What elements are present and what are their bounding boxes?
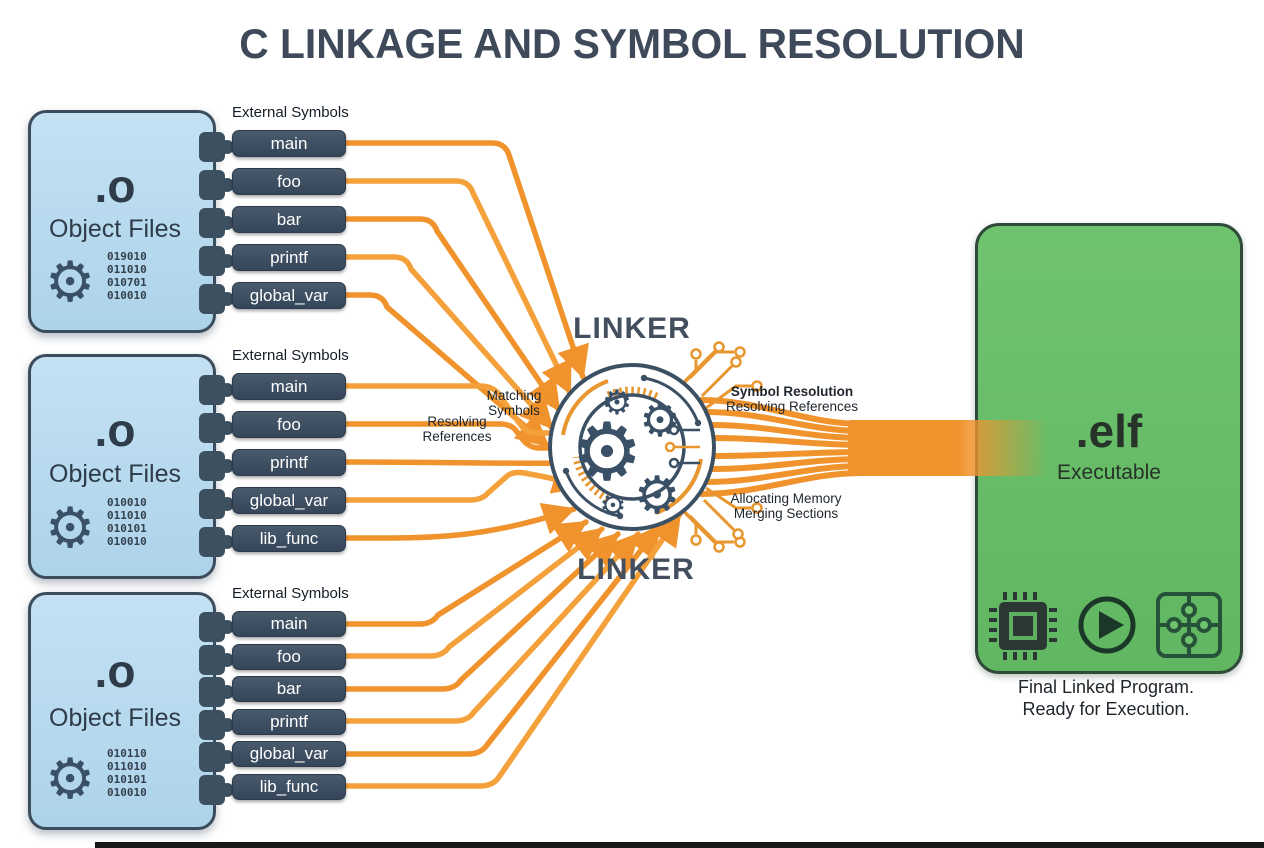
symbol-chip: global_var: [232, 487, 346, 514]
symbol-resolution-sub: Resolving References: [725, 399, 859, 414]
gear-icon: ⚙: [571, 408, 643, 497]
symbol-chip: lib_func: [232, 525, 346, 552]
symbol-chip: global_var: [232, 282, 346, 309]
gear-icon: ⚙: [634, 467, 681, 525]
symbol-resolution-title: Symbol Resolution: [730, 384, 854, 399]
executable-icons: [989, 592, 1222, 660]
external-symbols-label: External Symbols: [232, 585, 349, 602]
gear-icon: ⚙: [639, 394, 680, 446]
elf-extension: .elf: [1075, 405, 1143, 457]
puzzle-tab: [199, 774, 234, 805]
puzzle-tab: [199, 207, 234, 238]
binary-line: 010110: [107, 747, 147, 760]
symbol-chip: global_var: [232, 741, 346, 767]
object-file-label: Object Files: [49, 215, 181, 244]
symbol-chip: foo: [232, 643, 346, 670]
linker-circle: ⚙ ⚙ ⚙ ⚙ ⚙: [548, 363, 716, 531]
puzzle-tab: [199, 450, 234, 481]
binary-line: 019010: [107, 250, 147, 263]
caption-line1: Final Linked Program.: [1017, 677, 1195, 697]
allocating-memory-line2: Merging Sections: [733, 506, 839, 521]
binary-line: 011010: [107, 263, 147, 276]
symbol-chip: lib_func: [232, 773, 346, 800]
puzzle-tab: [199, 412, 234, 443]
puzzle-tab: [199, 644, 234, 675]
linker-label-top: LINKER: [573, 312, 691, 345]
gear-icon: ⚙: [600, 490, 627, 523]
circuit-traces-bottom: [670, 486, 763, 553]
symbol-chip: bar: [232, 676, 346, 702]
symbol-chip: main: [232, 373, 346, 400]
gear-icon: ⚙: [602, 384, 632, 422]
object-file-extension: .o: [94, 159, 136, 212]
caption-line2: Ready for Execution.: [1022, 699, 1190, 719]
gear-icon: ⚙: [45, 747, 96, 810]
symbol-chip: bar: [232, 206, 346, 233]
puzzle-tab: [199, 612, 234, 642]
resolving-references-label: Resolving References: [400, 414, 514, 444]
circuit-traces-top: [670, 341, 763, 410]
puzzle-icon: [1156, 592, 1222, 658]
gear-icon: ⚙: [45, 496, 96, 559]
puzzle-tab: [199, 488, 234, 519]
puzzle-tab: [199, 131, 234, 162]
puzzle-tab: [199, 169, 234, 200]
gear-icon: ⚙: [45, 250, 96, 313]
symbol-chip: foo: [232, 411, 346, 438]
symbol-chip: printf: [232, 449, 346, 476]
resolving-references-line1: Resolving: [427, 414, 487, 429]
binary-line: 010010: [107, 496, 147, 509]
symbol-chip: main: [232, 611, 346, 637]
executable-label: Executable: [1057, 461, 1161, 484]
puzzle-tab: [199, 283, 234, 314]
binary-line: 010010: [107, 786, 147, 799]
external-symbols-label: External Symbols: [232, 347, 349, 364]
object-file-extension: .o: [94, 404, 136, 457]
puzzle-tab: [199, 709, 234, 740]
puzzle-tab: [199, 526, 234, 557]
microchip-icon: [989, 592, 1057, 660]
puzzle-tab: [199, 677, 234, 707]
symbol-chip: printf: [232, 244, 346, 271]
output-ribbon-stripes: [698, 397, 865, 497]
symbol-wires: [343, 140, 683, 789]
output-ribbon-band: [848, 420, 1048, 476]
object-file-extension: .o: [94, 645, 136, 698]
bottom-bar: [95, 842, 1264, 848]
object-file-label: Object Files: [49, 704, 181, 733]
binary-line: 010101: [107, 522, 147, 535]
object-file-label: Object Files: [49, 460, 181, 489]
binary-line: 010010: [107, 535, 147, 548]
symbol-chip: foo: [232, 168, 346, 195]
binary-line: 010010: [107, 289, 147, 302]
symbol-chip: main: [232, 130, 346, 157]
page-title: C LINKAGE AND SYMBOL RESOLUTION: [239, 20, 1025, 67]
symbol-chip: printf: [232, 708, 346, 735]
puzzle-tab: [199, 742, 234, 772]
linker-label-bottom: LINKER: [577, 553, 695, 586]
binary-line: 010101: [107, 773, 147, 786]
binary-line: 011010: [107, 509, 147, 522]
binary-line: 010701: [107, 276, 147, 289]
symbol-resolution-label: Symbol Resolution Resolving References: [712, 384, 872, 414]
play-icon: [1078, 596, 1136, 654]
binary-line: 011010: [107, 760, 147, 773]
puzzle-tab: [199, 245, 234, 276]
puzzle-tab: [199, 374, 234, 405]
resolving-references-line2: References: [422, 429, 492, 444]
executable-caption: Final Linked Program. Ready for Executio…: [975, 676, 1237, 720]
allocating-memory-label: Allocating Memory Merging Sections: [706, 491, 866, 521]
allocating-memory-line1: Allocating Memory: [730, 491, 842, 506]
matching-symbols-line1: Matching: [486, 388, 542, 403]
external-symbols-label: External Symbols: [232, 104, 349, 121]
